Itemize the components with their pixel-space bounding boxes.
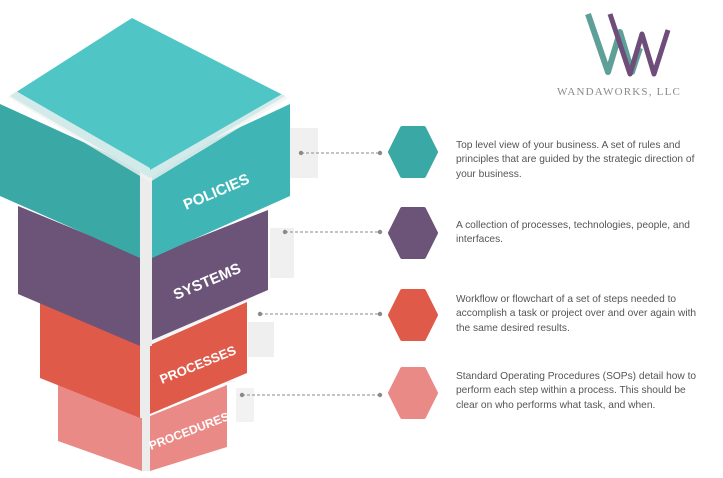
- policies-description: Top level view of your business. A set o…: [456, 140, 695, 180]
- processes-right-face: [150, 302, 247, 414]
- brand-name: WANDAWORKS, LLC: [556, 86, 682, 98]
- procedures-right-face: [150, 385, 227, 471]
- systems-description: A collection of processes, technologies,…: [456, 220, 690, 246]
- systems-right-face: [152, 210, 268, 340]
- policies-top-face: [10, 18, 285, 178]
- procedures-left-face: [58, 384, 142, 471]
- processes-left-face: [40, 302, 140, 418]
- processes-hexagon-icon: [388, 289, 438, 341]
- systems-hexagon-icon: [388, 207, 438, 259]
- systems-left-face: [18, 206, 140, 346]
- policies-right-face: [152, 104, 290, 258]
- wandaworks-logo: [585, 13, 671, 77]
- pyramid-stack: PROCEDURES PROCESSES SYSTEMS POLICIES: [0, 18, 318, 471]
- policies-tier: POLICIES: [0, 18, 318, 258]
- policies-left-face: [0, 104, 140, 258]
- policies-hexagon-icon: [388, 126, 438, 178]
- processes-description: Workflow or flowchart of a set of steps …: [456, 294, 697, 334]
- procedures-description: Standard Operating Procedures (SOPs) det…: [456, 371, 697, 411]
- procedures-hexagon-icon: [388, 367, 438, 419]
